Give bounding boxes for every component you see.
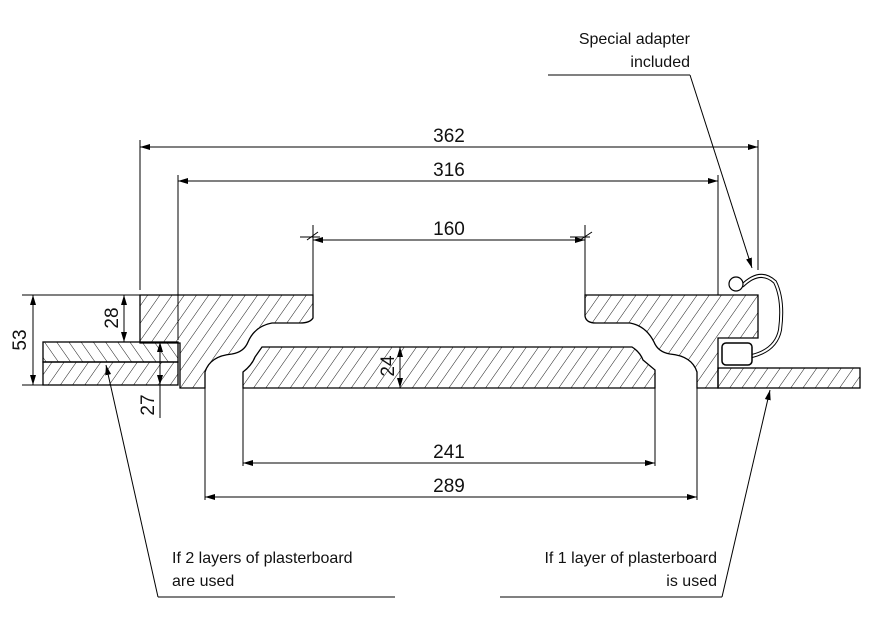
dim-27: 27 xyxy=(138,394,159,415)
adapter-label-line2: included xyxy=(630,54,690,71)
one-layer-label-line2: is used xyxy=(666,573,717,590)
frame-left-section xyxy=(139,294,314,389)
dimension-lines xyxy=(30,144,758,500)
adapter-label-line1: Special adapter xyxy=(579,31,691,48)
plasterboard-right xyxy=(717,367,861,389)
dim-289: 289 xyxy=(433,476,465,497)
one-layer-label-line1: If 1 layer of plasterboard xyxy=(544,550,717,567)
frame-right-section xyxy=(584,294,759,389)
dim-160: 160 xyxy=(433,219,465,240)
ceiling-panel-section xyxy=(242,346,656,389)
frame-lip-lines xyxy=(204,388,698,500)
dim-316: 316 xyxy=(433,160,465,181)
dim-24: 24 xyxy=(378,355,399,377)
dim-28: 28 xyxy=(102,307,123,328)
dim-362: 362 xyxy=(433,126,465,147)
two-layers-label-line2: are used xyxy=(172,573,234,590)
ceiling-cut-lines xyxy=(306,225,593,295)
dim-241: 241 xyxy=(433,442,465,463)
two-layers-label-line1: If 2 layers of plasterboard xyxy=(172,550,353,567)
plasterboard-left-layer-1 xyxy=(42,341,179,363)
plasterboard-left-layer-2 xyxy=(42,361,179,386)
dim-53: 53 xyxy=(10,329,31,350)
leader-lines xyxy=(105,74,771,598)
adapter-clip xyxy=(721,274,784,366)
